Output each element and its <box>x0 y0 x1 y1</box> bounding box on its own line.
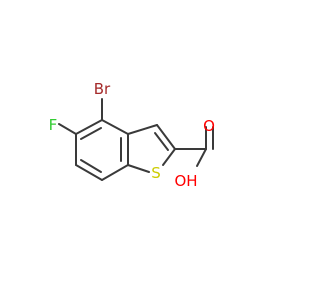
bond-c3-c2-inner <box>154 132 169 151</box>
hydroxyl-label: OH <box>174 172 197 190</box>
bond-c3a-c3 <box>127 124 158 135</box>
fluorine-label: F <box>49 116 58 134</box>
sulfur-label: S <box>151 164 161 182</box>
bond-c7-c6-inner <box>80 159 102 173</box>
bond-c7a-c7 <box>101 164 129 181</box>
bond-c5-c4 <box>75 119 103 135</box>
molecule-diagram: Br F S O OH <box>49 80 215 190</box>
bonds <box>58 98 214 181</box>
bond-c-oh <box>196 148 207 167</box>
bond-c7-c6 <box>75 164 103 181</box>
bond-c5-f <box>58 123 77 135</box>
bond-c3-c2 <box>156 124 176 150</box>
bond-c2-s <box>162 148 176 166</box>
structure-canvas: Br F S O OH <box>49 80 215 190</box>
bond-c4-c3a <box>101 119 129 135</box>
bond-s-c7a <box>127 164 150 173</box>
carbonyl-oxygen-label: O <box>203 117 215 135</box>
bromine-label: Br <box>94 80 111 98</box>
bond-c5-c4-inner <box>80 127 102 140</box>
